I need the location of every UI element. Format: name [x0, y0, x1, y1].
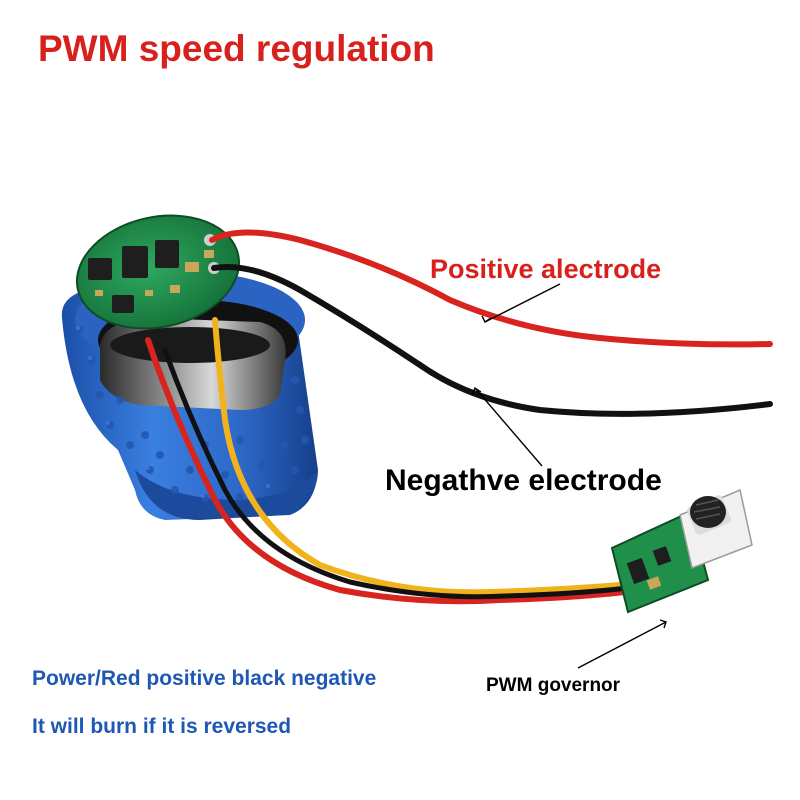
- pointer-lines: [471, 283, 667, 669]
- negative-electrode-label: Negathve electrode: [385, 464, 662, 497]
- positive-electrode-label: Positive alectrode: [430, 254, 662, 284]
- black-wire: [211, 263, 773, 417]
- power-polarity-note: Power/Red positive black negative: [32, 667, 377, 690]
- black-wire-governor: [162, 347, 631, 600]
- motor-pcb: [75, 214, 241, 330]
- pwm-governor-label: PWM governor: [486, 675, 621, 696]
- pwm-governor-board: [610, 488, 753, 614]
- yellow-wire: [212, 317, 623, 596]
- reverse-warning-note: It will burn if it is reversed: [32, 715, 292, 738]
- red-wire: [209, 229, 773, 348]
- page-title: PWM speed regulation: [38, 28, 435, 69]
- red-wire-governor: [145, 337, 628, 605]
